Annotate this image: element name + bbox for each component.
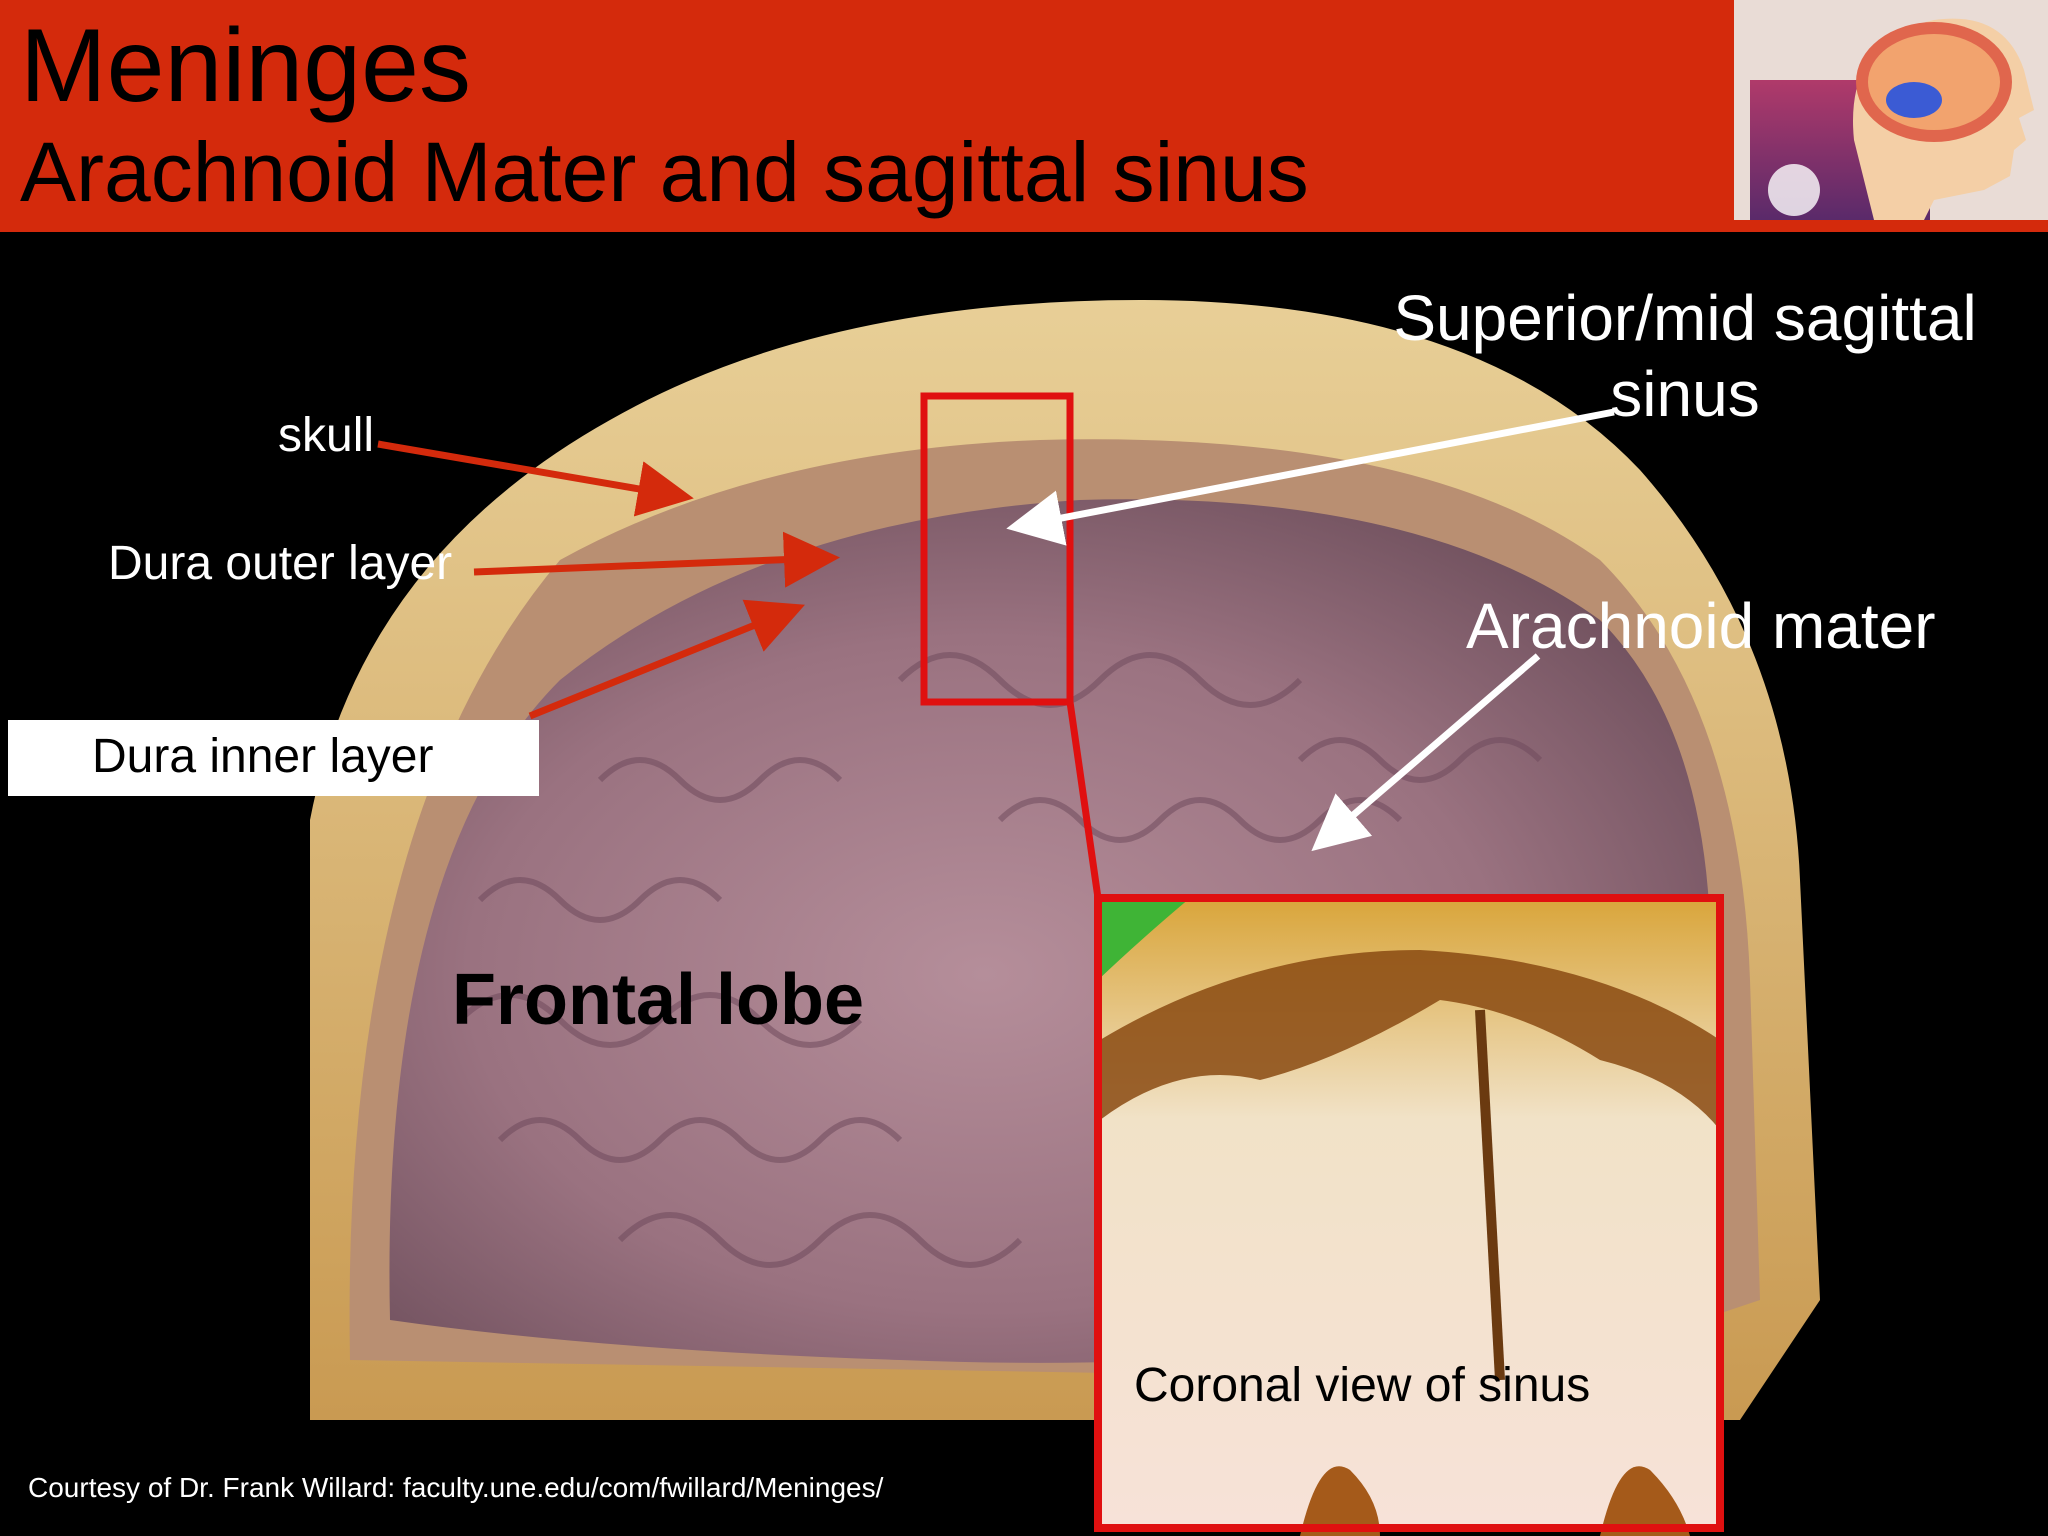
brain-head-icon [1734, 0, 2048, 220]
label-frontal-lobe: Frontal lobe [452, 960, 864, 1040]
header-bar: Meninges Arachnoid Mater and sagittal si… [0, 0, 2048, 232]
label-dura-inner: Dura inner layer [92, 730, 434, 783]
label-arachnoid: Arachnoid mater [1466, 590, 1936, 662]
slide-title: Meninges [20, 8, 471, 124]
label-skull: skull [278, 409, 375, 462]
label-coronal-view: Coronal view of sinus [1134, 1359, 1591, 1412]
label-dura-inner-box: Dura inner layer [8, 720, 539, 796]
image-credit: Courtesy of Dr. Frank Willard: faculty.u… [28, 1472, 884, 1503]
label-sinus: Superior/mid sagittal sinus [1393, 282, 1977, 430]
label-dura-outer: Dura outer layer [108, 537, 453, 590]
slide-subtitle: Arachnoid Mater and sagittal sinus [20, 125, 1309, 219]
